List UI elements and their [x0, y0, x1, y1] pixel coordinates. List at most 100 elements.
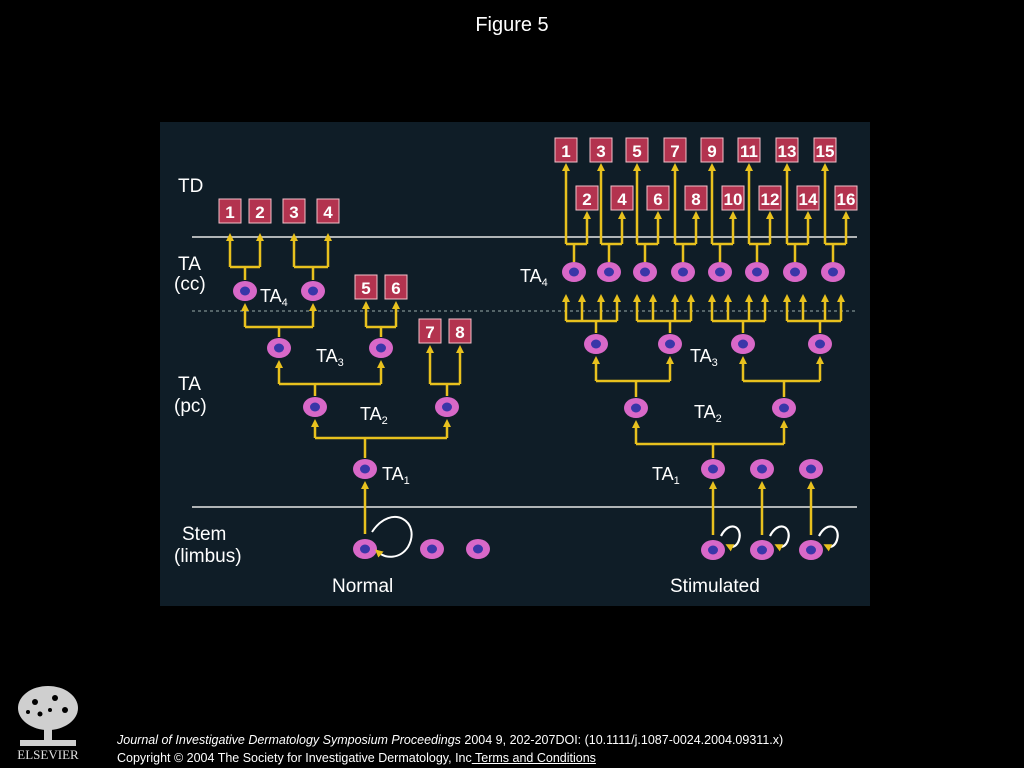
- row-label-ta-cc-1: TA: [178, 254, 201, 275]
- stimulated-td-box-13: [775, 137, 799, 163]
- stimulated-td-box-16-label: 16: [837, 190, 856, 209]
- stimulated-td-box-11: [737, 137, 761, 163]
- normal-box-6-label: 6: [391, 279, 400, 298]
- stimulated-ta4-cell-2-nucleus: [604, 267, 614, 277]
- stimulated-stem-cell-1-nucleus: [708, 545, 718, 555]
- citation-footer: Journal of Investigative Dermatology Sym…: [117, 731, 783, 767]
- normal-td-box-4: [316, 198, 340, 224]
- normal-td-box-3-label: 3: [289, 203, 298, 222]
- stimulated-td-box-4: [610, 185, 634, 211]
- copyright-line: Copyright © 2004 The Society for Investi…: [117, 749, 783, 767]
- copyright-text: Copyright © 2004 The Society for Investi…: [117, 751, 472, 765]
- normal-ta4-label: TA4: [260, 286, 288, 309]
- normal-td-box-2: [248, 198, 272, 224]
- stimulated-td-box-9: [700, 137, 724, 163]
- stimulated-stem-cell-3-nucleus: [806, 545, 816, 555]
- normal-ta4-cell-1-nucleus: [240, 286, 250, 296]
- stimulated-ta3-label: TA3: [690, 346, 718, 369]
- stimulated-td-box-15: [813, 137, 837, 163]
- stimulated-td-box-10-label: 10: [724, 190, 743, 209]
- stimulated-td-box-11-label: 11: [740, 142, 758, 161]
- stimulated-ta1-label: TA1: [652, 464, 680, 487]
- stimulated-ta1-cell-3-nucleus: [806, 464, 816, 474]
- stimulated-ta3-cell-1-nucleus: [591, 339, 601, 349]
- normal-ta3-label: TA3: [316, 346, 344, 369]
- normal-box-5: [354, 274, 378, 300]
- normal-box-5-label: 5: [361, 279, 370, 298]
- stimulated-td-box-5-label: 5: [632, 142, 641, 161]
- stimulated-ta3-cell-3-nucleus: [738, 339, 748, 349]
- stimulated-td-box-16: [834, 185, 858, 211]
- stimulated-td-box-14: [796, 185, 820, 211]
- normal-stem-cell-2-nucleus: [427, 544, 437, 554]
- stimulated-td-box-7-label: 7: [670, 142, 679, 161]
- stimulated-ta4-cell-4-nucleus: [678, 267, 688, 277]
- normal-ta3-cell-1-nucleus: [274, 343, 284, 353]
- stimulated-ta4-cell-1-nucleus: [569, 267, 579, 277]
- stimulated-td-box-1: [554, 137, 578, 163]
- stimulated-stem-cell-2-nucleus: [757, 545, 767, 555]
- stimulated-ta1-cell-2-nucleus: [757, 464, 767, 474]
- stimulated-td-box-6: [646, 185, 670, 211]
- stimulated-td-box-1-label: 1: [561, 142, 570, 161]
- stimulated-ta2-label: TA2: [694, 402, 722, 425]
- stimulated-ta4-cell-6-nucleus: [752, 267, 762, 277]
- stimulated-td-box-15-label: 15: [816, 142, 835, 161]
- normal-td-box-4-label: 4: [323, 203, 333, 222]
- normal-ta1-label: TA1: [382, 464, 410, 487]
- row-label-ta-pc-2: (pc): [174, 396, 207, 417]
- stimulated-td-box-3: [589, 137, 613, 163]
- stimulated-td-box-3-label: 3: [596, 142, 605, 161]
- row-label-stem-2: (limbus): [174, 546, 242, 567]
- diagram-svg: TD TA (cc) TA (pc) Stem (limbus) Normal …: [174, 137, 858, 597]
- stimulated-td-box-2-label: 2: [582, 190, 591, 209]
- citation-details: 2004 9, 202-207DOI: (10.1111/j.1087-0024…: [460, 733, 784, 747]
- stimulated-ta4-cell-5-nucleus: [715, 267, 725, 277]
- caption-stimulated: Stimulated: [670, 576, 760, 597]
- stimulated-ta2-cell-2-nucleus: [779, 403, 789, 413]
- stimulated-ta3-cell-2-nucleus: [665, 339, 675, 349]
- citation-line: Journal of Investigative Dermatology Sym…: [117, 731, 783, 749]
- cell-lineage-diagram: TD TA (cc) TA (pc) Stem (limbus) Normal …: [160, 122, 870, 606]
- normal-ta1-cell-nucleus: [360, 464, 370, 474]
- stimulated-td-box-10: [721, 185, 745, 211]
- normal-box-7: [418, 318, 442, 344]
- stimulated-td-box-12-label: 12: [761, 190, 780, 209]
- normal-box-7-label: 7: [425, 323, 434, 342]
- row-label-stem-1: Stem: [182, 524, 226, 545]
- stimulated-td-box-13-label: 13: [778, 142, 797, 161]
- row-label-ta-cc-2: (cc): [174, 274, 206, 295]
- stimulated-td-box-2: [575, 185, 599, 211]
- stimulated-td-box-6-label: 6: [653, 190, 662, 209]
- stimulated-self-renewal-arrow-3: [818, 525, 839, 552]
- normal-td-box-2-label: 2: [255, 203, 264, 222]
- stimulated-ta2-cell-1-nucleus: [631, 403, 641, 413]
- stimulated-ta4-cell-8-nucleus: [828, 267, 838, 277]
- normal-td-box-3: [282, 198, 306, 224]
- terms-link[interactable]: Terms and Conditions: [471, 751, 596, 765]
- normal-self-renewal-arrow: [371, 515, 413, 558]
- stimulated-td-box-7: [663, 137, 687, 163]
- row-label-ta-pc-1: TA: [178, 374, 201, 395]
- stimulated-ta4-cell-3-nucleus: [640, 267, 650, 277]
- normal-box-8: [448, 318, 472, 344]
- stimulated-td-box-4-label: 4: [617, 190, 627, 209]
- logo-text: ELSEVIER: [17, 747, 79, 762]
- stimulated-ta1-cell-1-nucleus: [708, 464, 718, 474]
- stimulated-td-box-5: [625, 137, 649, 163]
- stimulated-self-renewal-arrow-1: [720, 525, 741, 552]
- stimulated-ta3-cell-4-nucleus: [815, 339, 825, 349]
- normal-ta4-cell-2-nucleus: [308, 286, 318, 296]
- stimulated-ta4-label: TA4: [520, 266, 548, 289]
- normal-box-6: [384, 274, 408, 300]
- stimulated-td-box-14-label: 14: [799, 190, 818, 209]
- normal-ta2-cell-2-nucleus: [442, 402, 452, 412]
- normal-td-box-1: [218, 198, 242, 224]
- normal-td-box-1-label: 1: [225, 203, 234, 222]
- stimulated-td-box-12: [758, 185, 782, 211]
- normal-stem-cell-3-nucleus: [473, 544, 483, 554]
- row-label-td: TD: [178, 176, 203, 197]
- stimulated-td-box-8-label: 8: [691, 190, 700, 209]
- figure-title: Figure 5: [475, 14, 549, 36]
